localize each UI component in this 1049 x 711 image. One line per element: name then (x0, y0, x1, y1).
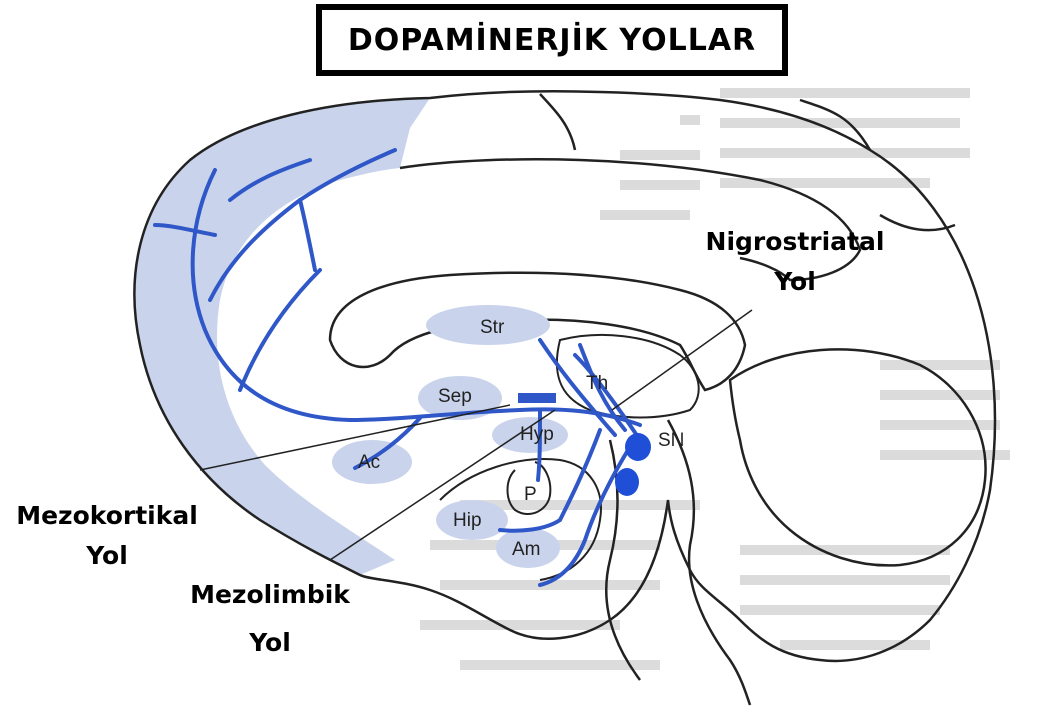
mezolimbik-label-line1: Mezolimbik (180, 575, 360, 615)
page-title-text: DOPAMİNERJİK YOLLAR (348, 23, 756, 58)
nigrostriatal-label-line1: Nigrostriatal (690, 222, 900, 262)
sn-nucleus-2 (615, 468, 639, 496)
nigrostriatal-label-line2: Yol (690, 262, 900, 302)
label-th: Th (586, 373, 608, 394)
mezolimbik-label: Mezolimbik Yol (180, 575, 360, 663)
sulcus-top-1 (540, 94, 575, 150)
mezokortikal-label-line2: Yol (2, 536, 212, 576)
mesocortical-branch-2 (240, 270, 320, 390)
label-sep: Sep (438, 386, 472, 407)
mezokortikal-label: Mezokortikal Yol (2, 496, 212, 576)
thalamus-outline (557, 335, 699, 418)
label-hip: Hip (453, 510, 482, 531)
label-hyp: Hyp (520, 424, 554, 445)
brainstem (606, 420, 750, 705)
hypothalamus-bar (518, 393, 556, 403)
mesocortical-branch-5 (300, 200, 315, 270)
mezokortikal-label-line1: Mezokortikal (2, 496, 212, 536)
sn-nucleus-1 (625, 433, 651, 461)
page-title: DOPAMİNERJİK YOLLAR (316, 4, 788, 76)
label-sn: SN (658, 430, 684, 451)
background-text (420, 88, 1010, 670)
label-str: Str (480, 317, 505, 338)
nigrostriatal-label: Nigrostriatal Yol (690, 222, 900, 302)
label-am: Am (512, 539, 541, 560)
mezolimbik-label-line2: Yol (180, 623, 360, 663)
label-ac: Ac (358, 452, 380, 473)
label-p: P (524, 484, 537, 505)
